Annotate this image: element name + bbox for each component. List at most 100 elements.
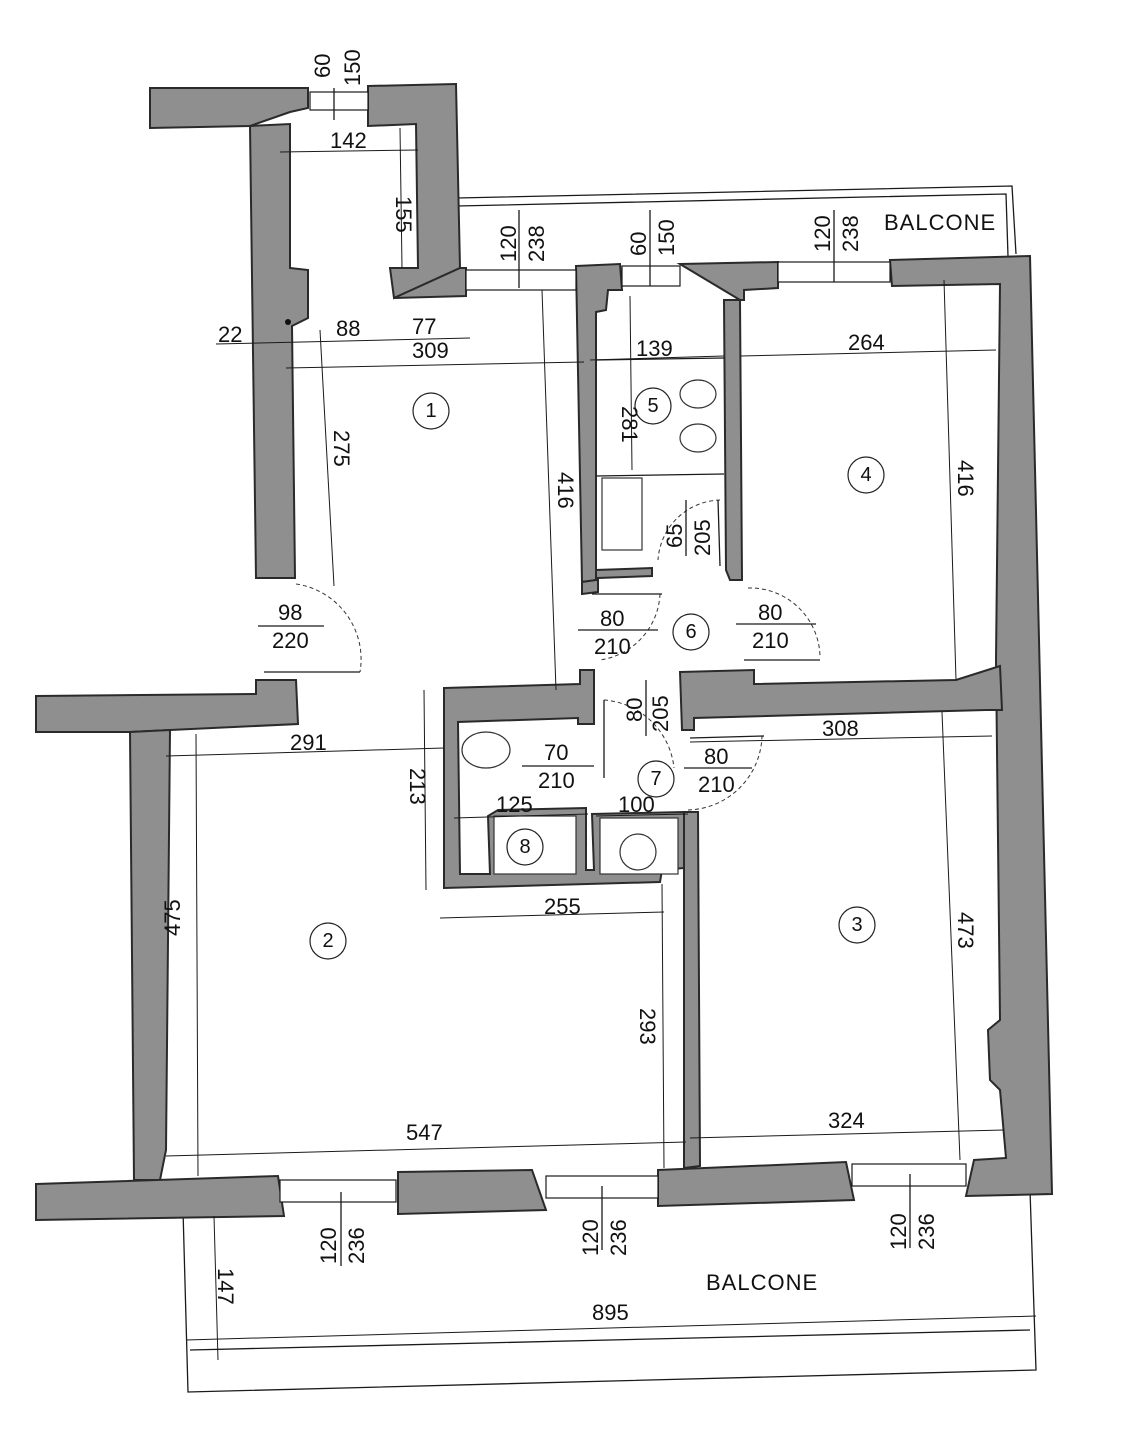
dim-281: 281 [617, 406, 642, 443]
room-5-label: 5 [634, 387, 672, 425]
dim-147: 147 [213, 1268, 238, 1305]
window [465, 269, 577, 291]
win-bottom-2-height: 236 [606, 1219, 631, 1256]
svg-text:2: 2 [322, 930, 333, 952]
win-bottom-1-height: 236 [344, 1227, 369, 1264]
room-6-label: 6 [672, 613, 710, 651]
dim-22: 22 [218, 322, 242, 347]
win-bottom-3-width: 120 [886, 1213, 911, 1250]
dim-547: 547 [406, 1120, 443, 1145]
wall [248, 122, 309, 579]
window [851, 1163, 967, 1187]
win-top-2-width: 60 [626, 232, 651, 256]
dim-416-left: 416 [553, 472, 578, 509]
dim-88: 88 [336, 316, 360, 341]
room-1-label: 1 [412, 392, 450, 430]
win-bottom-2-width: 120 [578, 1219, 603, 1256]
dim-308: 308 [822, 716, 859, 741]
wall [676, 260, 779, 301]
win-top-3-height: 238 [838, 215, 863, 252]
dim-125: 125 [496, 792, 533, 817]
door-entry-width: 98 [278, 600, 302, 625]
win-top-3-width: 120 [810, 215, 835, 252]
dim-416-right: 416 [953, 460, 978, 497]
toilet-icon [679, 379, 717, 409]
dim-100: 100 [618, 792, 655, 817]
bottom-balcony: BALCONE [182, 1189, 1037, 1393]
room-8-label: 8 [506, 828, 544, 866]
svg-text:4: 4 [860, 464, 871, 486]
dimension-lines [165, 88, 1037, 1361]
door-entry-height: 220 [272, 628, 309, 653]
bidet-icon [679, 423, 717, 453]
dim-475: 475 [160, 899, 185, 936]
wall [149, 87, 309, 130]
win-top-small-height: 150 [340, 49, 365, 86]
toilet-icon [461, 731, 511, 769]
wall [657, 1160, 856, 1208]
svg-text:8: 8 [519, 836, 530, 858]
wall [128, 728, 172, 1181]
top-balcony: BALCONE [456, 185, 1017, 257]
win-bottom-3-height: 236 [914, 1213, 939, 1250]
walls [35, 82, 1054, 1222]
svg-text:5: 5 [647, 395, 658, 417]
fixtures [461, 357, 725, 875]
windows [279, 91, 967, 1203]
dim-309: 309 [412, 338, 449, 363]
win-top-1-width: 120 [496, 225, 521, 262]
wall [683, 811, 702, 1170]
door-7-top-width: 80 [622, 698, 647, 722]
wall [35, 1174, 286, 1222]
door-7-right-width: 80 [704, 744, 728, 769]
dim-473: 473 [953, 912, 978, 949]
dim-213: 213 [405, 768, 430, 805]
wall [722, 299, 744, 581]
wall [581, 566, 653, 596]
door-7-top-height: 205 [648, 695, 673, 732]
opening-labels: 60 150 120 238 60 150 120 238 120 236 12… [272, 49, 939, 1264]
dim-324: 324 [828, 1108, 865, 1133]
wall [888, 254, 1054, 1198]
door-8-height: 210 [538, 768, 575, 793]
dim-255: 255 [544, 894, 581, 919]
wall [393, 267, 467, 299]
top-balcony-label: BALCONE [884, 210, 996, 235]
door-6-right-height: 210 [752, 628, 789, 653]
door-6-left-height: 210 [594, 634, 631, 659]
win-top-2-height: 150 [654, 219, 679, 256]
win-top-1-height: 238 [524, 225, 549, 262]
svg-text:1: 1 [425, 400, 436, 422]
dim-139: 139 [636, 336, 673, 361]
room-7-label: 7 [637, 760, 675, 798]
dim-264: 264 [848, 330, 885, 355]
svg-text:3: 3 [851, 914, 862, 936]
dimension-labels: 142 155 22 88 77 309 275 416 139 281 264… [160, 128, 978, 1325]
room-2-label: 2 [309, 922, 347, 960]
bathtub-icon [601, 477, 643, 551]
door-6-left-width: 80 [600, 606, 624, 631]
bottom-balcony-label: BALCONE [706, 1270, 818, 1295]
door-7-right-height: 210 [698, 772, 735, 797]
dim-895: 895 [592, 1300, 629, 1325]
wall [678, 664, 1004, 731]
washbasin-icon [619, 833, 657, 871]
door-6-right-width: 80 [758, 600, 782, 625]
dim-155: 155 [391, 196, 416, 233]
doors [264, 499, 821, 811]
dim-142: 142 [330, 128, 367, 153]
door-5-height: 205 [690, 519, 715, 556]
room-labels: 1 2 3 4 5 6 7 8 [309, 387, 885, 960]
wall [35, 679, 300, 733]
dim-291: 291 [290, 730, 327, 755]
svg-text:7: 7 [650, 768, 661, 790]
wall [367, 82, 462, 300]
wall [397, 1168, 548, 1216]
svg-text:6: 6 [685, 621, 696, 643]
door-5-width: 65 [662, 524, 687, 548]
win-top-small-width: 60 [310, 54, 335, 78]
window [309, 91, 369, 111]
door-8-width: 70 [544, 740, 568, 765]
room-4-label: 4 [847, 456, 885, 494]
